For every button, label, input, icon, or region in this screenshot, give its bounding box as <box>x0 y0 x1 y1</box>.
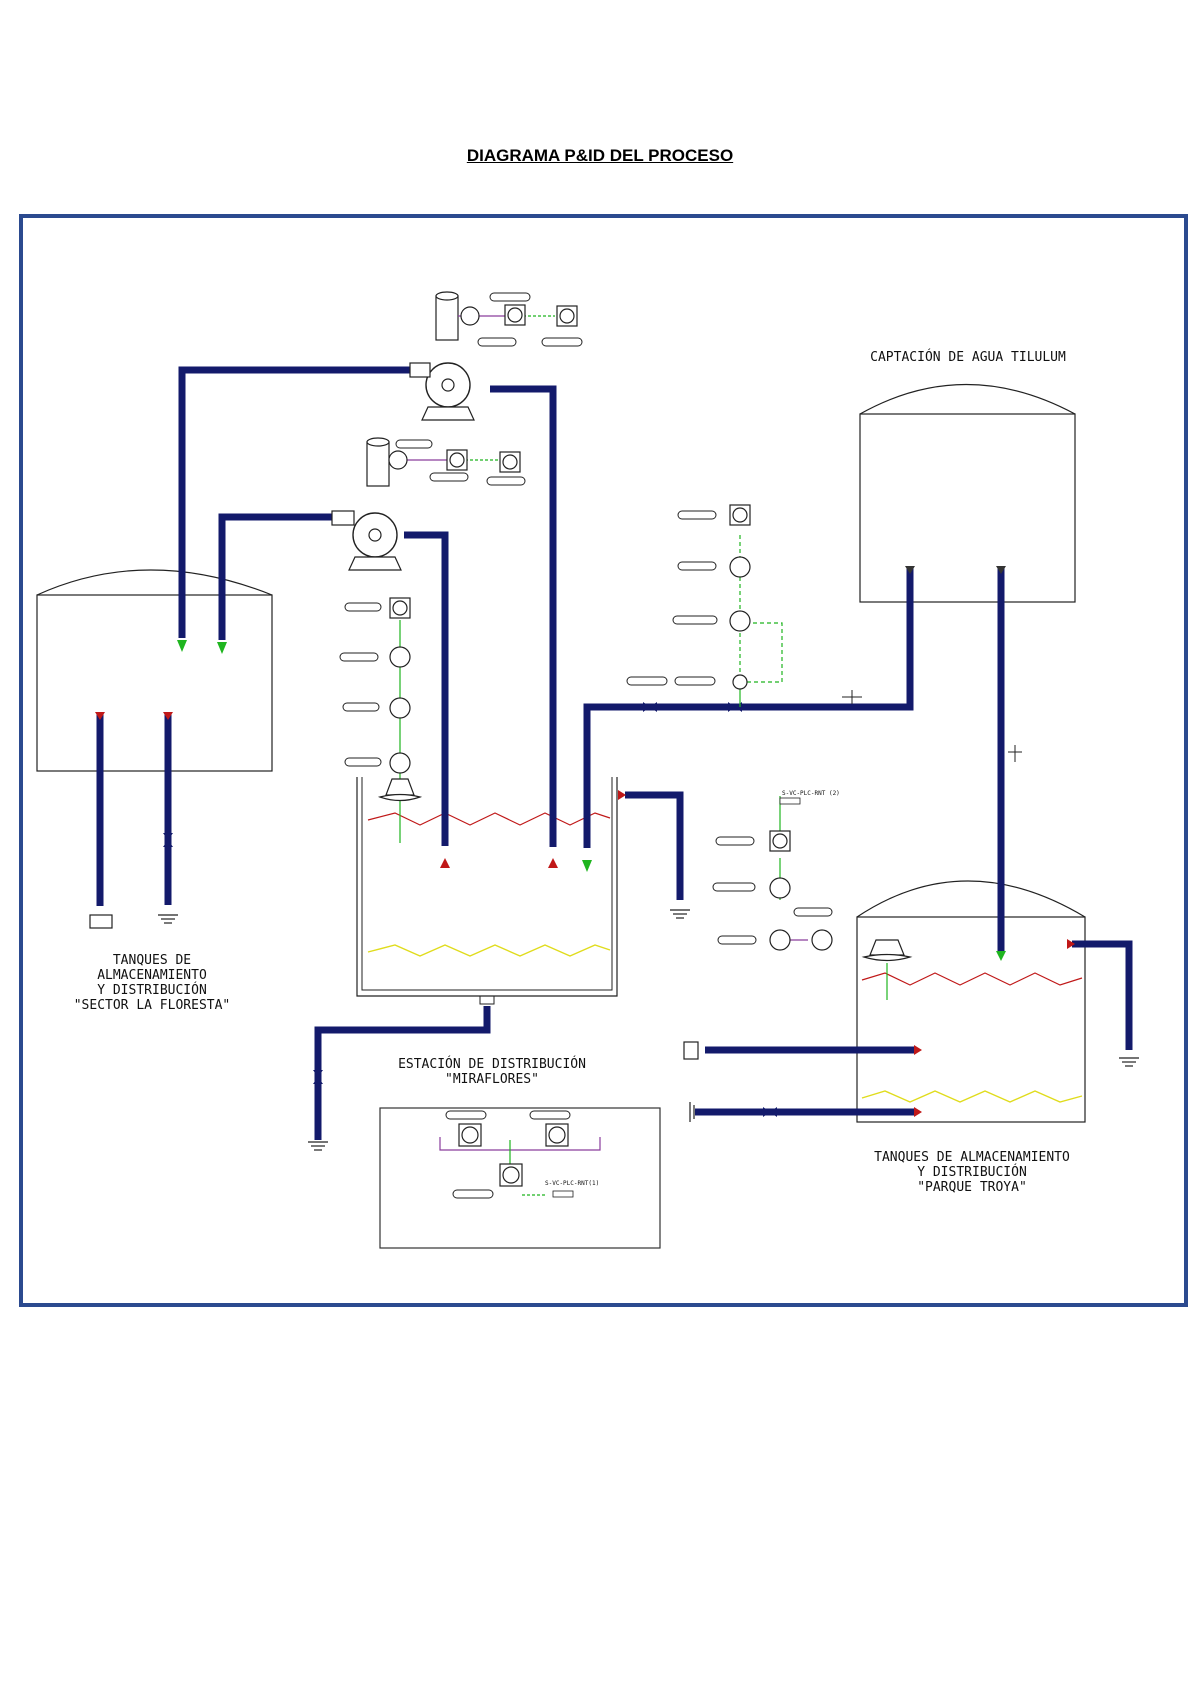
svg-text:Y DISTRIBUCIÓN: Y DISTRIBUCIÓN <box>97 982 207 998</box>
nozzles <box>95 566 1075 1117</box>
pump-1 <box>409 291 475 421</box>
diagram-frame <box>19 214 1188 1307</box>
svg-text:TANQUES DE ALMACENAMIENTO: TANQUES DE ALMACENAMIENTO <box>874 1150 1070 1165</box>
level-sensors <box>377 778 913 962</box>
pipes <box>96 366 1133 1140</box>
tank-tilulum <box>859 383 1076 603</box>
tank-miraflores <box>356 777 618 1005</box>
svg-text:TANQUES DE: TANQUES DE <box>113 953 191 968</box>
pipe-tilulum-mira <box>583 568 914 848</box>
plc-tag-troya: S-VC-PLC-RNT (2) <box>782 790 840 797</box>
water-level-troya <box>861 972 1083 986</box>
instruments <box>388 304 833 1187</box>
label-miraflores: ESTACIÓN DE DISTRIBUCIÓN "MIRAFLORES" <box>398 1056 586 1087</box>
svg-text:Y DISTRIBUCIÓN: Y DISTRIBUCIÓN <box>917 1164 1027 1180</box>
control-panel-miraflores <box>379 1107 661 1249</box>
svg-text:ESTACIÓN DE DISTRIBUCIÓN: ESTACIÓN DE DISTRIBUCIÓN <box>398 1056 586 1072</box>
svg-text:"PARQUE TROYA": "PARQUE TROYA" <box>917 1180 1027 1195</box>
label-intake: CAPTACIÓN DE AGUA TILULUM <box>870 349 1066 365</box>
plc-box-troya <box>779 797 801 805</box>
sludge-level-miraflores <box>367 944 611 957</box>
pipe-mira-p2 <box>404 531 449 846</box>
plc-tag-miraflores: S-VC-PLC-RNT(1) <box>545 1180 599 1187</box>
tag-bubbles <box>339 292 833 1199</box>
water-level-miraflores <box>367 812 611 826</box>
pipe-mira-overflow <box>625 791 684 900</box>
svg-text:ALMACENAMIENTO: ALMACENAMIENTO <box>97 968 207 983</box>
ground-symbols <box>158 909 1139 1151</box>
sludge-level-troya <box>861 1090 1083 1103</box>
pipe-p2-floresta <box>218 513 332 640</box>
pump-2 <box>331 437 402 571</box>
pipe-mira-p1 <box>490 385 557 847</box>
svg-text:"SECTOR LA FLORESTA": "SECTOR LA FLORESTA" <box>74 998 231 1013</box>
svg-text:"MIRAFLORES": "MIRAFLORES" <box>445 1072 539 1087</box>
outlet-box-troya <box>683 1041 699 1060</box>
page-title: DIAGRAMA P&ID DEL PROCESO <box>466 146 734 165</box>
tank-parque-troya <box>856 880 1086 1123</box>
pipe-p1-floresta <box>178 366 410 638</box>
plc-box-miraflores <box>552 1190 574 1198</box>
label-la-floresta: TANQUES DE ALMACENAMIENTO Y DISTRIBUCIÓN… <box>74 953 231 1013</box>
label-parque-troya: TANQUES DE ALMACENAMIENTO Y DISTRIBUCIÓN… <box>874 1150 1070 1195</box>
flow-marks <box>842 690 1022 762</box>
pipe-troya-overflow <box>1072 940 1133 1050</box>
outlet-box-floresta <box>89 914 113 929</box>
pipe-mira-drain <box>314 1006 491 1140</box>
tank-la-floresta <box>36 569 273 772</box>
